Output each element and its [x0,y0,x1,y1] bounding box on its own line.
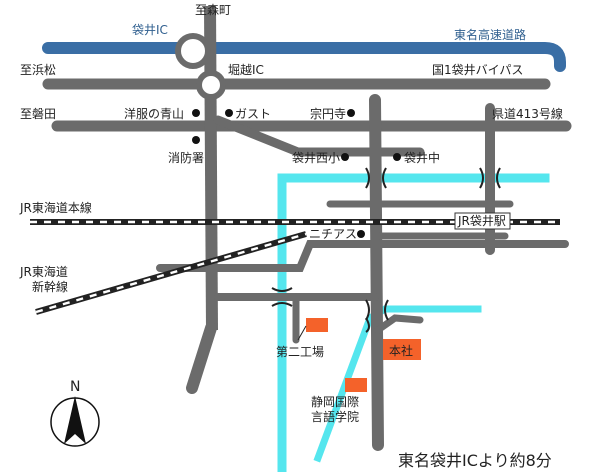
second-factory-leader [297,325,307,341]
label-head-office: 本社 [389,343,413,358]
label-shinkansen-line1: JR東海道 [19,264,68,279]
landmark-dot-icon [225,109,233,117]
tomei-expressway [42,42,566,72]
label-route1-bypass: 国1袋井バイパス [432,63,523,77]
shinkansen-ties [35,232,307,314]
soenji-vertical-road [369,94,384,451]
label-fukuroi-nishi-es: 袋井西小 [292,151,340,165]
school-marker [345,378,367,392]
main-north-south-road [204,5,218,331]
bridge-icon [365,167,387,189]
label-school-1: 静岡国際 [311,395,359,409]
label-aoyama: 洋服の青山 [124,106,184,121]
label-to-hamamatsu: 至浜松 [20,63,56,77]
label-second-factory: 第二工場 [276,345,324,359]
label-fukuroi-jhs: 袋井中 [404,150,440,165]
main-road-south-bend [186,322,217,394]
bridge-icon [271,287,293,307]
landmark-dot-icon [192,109,200,117]
head-office-road [374,314,424,334]
label-north: N [70,379,80,395]
expressway-line [42,42,566,72]
label-fire-station: 消防署 [168,150,204,165]
label-jr-fukuroi-station: JR袋井駅 [457,214,506,228]
bridge-icon [479,167,501,189]
access-note: 東名袋井ICより約8分 [398,451,552,470]
fukuroi-ic-marker [175,33,211,69]
jr-fukuroi-station-box [454,212,511,230]
label-shinkansen-line2: 新幹線 [32,279,68,294]
label-fukuroi-ic: 袋井IC [132,23,168,37]
second-factory-marker [306,318,328,332]
label-gusto: ガスト [235,107,271,121]
label-school-2: 言語学院 [311,409,359,424]
label-to-iwata: 至磐田 [20,107,56,121]
label-jr-tokaido-line: JR東海道本線 [19,200,92,215]
landmark-dots [192,109,401,238]
bridge-icon [365,299,389,333]
landmark-dot-icon [347,109,355,117]
label-nitias: ニチアス [309,227,357,241]
river-main [277,173,550,472]
interchange-icon [196,70,226,100]
label-horikoshi-ic: 堀越IC [228,62,264,77]
landmark-dot-icon [341,153,349,161]
horikoshi-ic-marker [196,70,226,100]
landmark-dot-icon [192,136,200,144]
north-arrow-icon [50,396,100,447]
bridges [271,167,501,333]
road-network [42,5,572,451]
landmark-dot-icon [393,153,401,161]
label-pref-route-413: 県道413号線 [492,106,563,121]
label-soenji: 宗円寺 [310,106,346,121]
interchange-icon [175,33,211,69]
landmark-dot-icon [357,230,365,238]
label-to-morimachi: 至森町 [195,2,231,17]
river-branch [313,305,482,463]
head-office-box [383,339,421,360]
nitias-road [156,240,569,272]
label-tomei-expressway: 東名高速道路 [454,27,526,42]
